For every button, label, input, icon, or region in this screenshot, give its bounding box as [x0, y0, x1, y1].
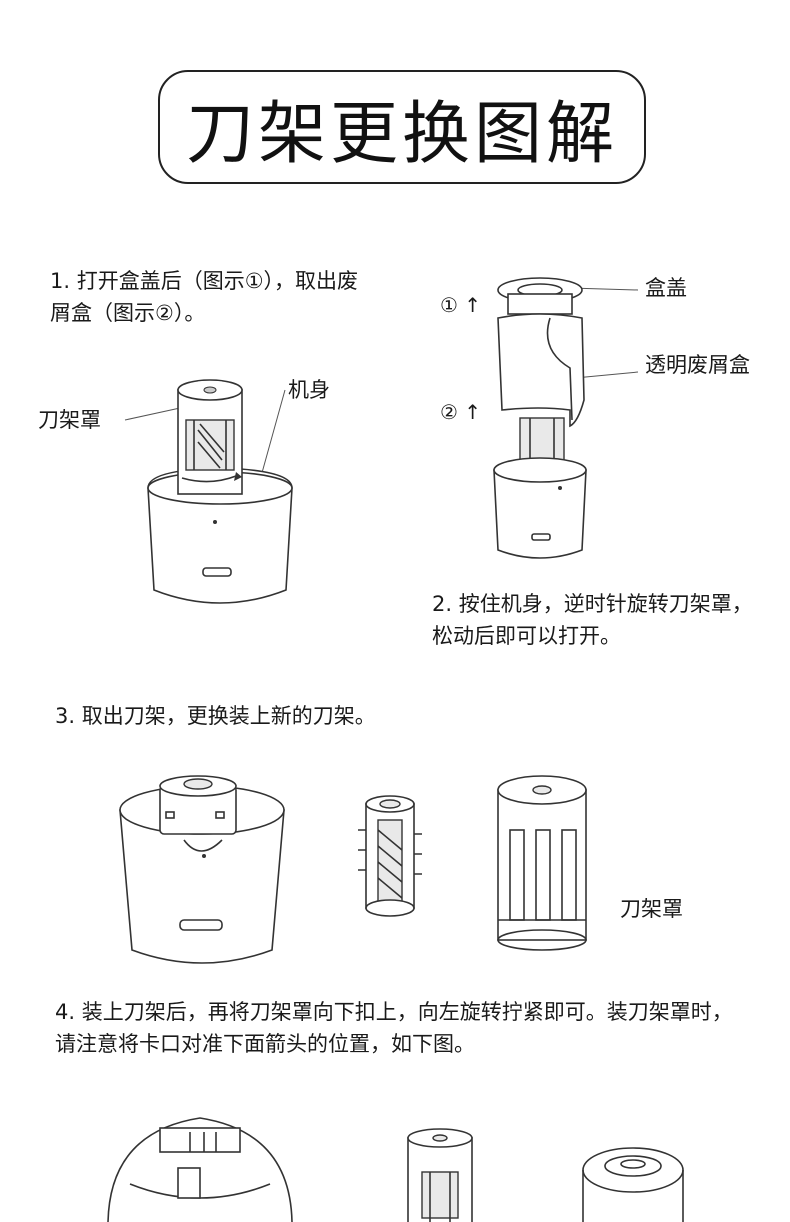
fig2-label-lid: 盒盖	[645, 276, 687, 300]
step-4-line-2: 请注意将卡口对准下面箭头的位置，如下图。	[55, 1032, 475, 1056]
fig1-label-body: 机身	[288, 378, 330, 402]
step-2-line-2: 松动后即可以打开。	[432, 624, 621, 648]
title-box: 刀架更换图解	[158, 70, 646, 184]
fig2-label-box: 透明废屑盒	[645, 353, 750, 377]
fig4-cover-illustration	[407, 1128, 473, 1222]
fig1-device-illustration	[124, 379, 293, 604]
fig3-base-illustration	[119, 775, 285, 964]
step-1-text: 1. 打开盒盖后（图示①），取出废 屑盒（图示②）。	[50, 265, 358, 329]
fig2-mark-2: ② ↑	[440, 400, 482, 424]
step-4-text: 4. 装上刀架后，再将刀架罩向下扣上，向左旋转拧紧即可。装刀架罩时， 请注意将卡…	[55, 996, 733, 1060]
fig2-mark-1: ① ↑	[440, 293, 482, 317]
fig3-label-cover: 刀架罩	[620, 897, 683, 921]
step-1-line-2: 屑盒（图示②）。	[50, 301, 206, 325]
fig2-exploded-illustration	[493, 277, 639, 559]
step-3-text: 3. 取出刀架，更换装上新的刀架。	[55, 704, 376, 728]
step-2-line-1: 2. 按住机身，逆时针旋转刀架罩，	[432, 592, 753, 616]
page-title: 刀架更换图解	[185, 94, 618, 174]
fig4-lid-illustration	[582, 1147, 684, 1222]
step-2-text: 2. 按住机身，逆时针旋转刀架罩， 松动后即可以打开。	[432, 588, 753, 652]
fig1-label-cover: 刀架罩	[38, 408, 101, 432]
fig4-zoom-circle-illustration	[107, 1117, 293, 1222]
fig3-cover-illustration	[497, 775, 587, 951]
step-4-line-1: 4. 装上刀架后，再将刀架罩向下扣上，向左旋转拧紧即可。装刀架罩时，	[55, 1000, 733, 1024]
step-1-line-1: 1. 打开盒盖后（图示①），取出废	[50, 269, 359, 293]
fig3-blade-holder-illustration	[358, 795, 422, 917]
